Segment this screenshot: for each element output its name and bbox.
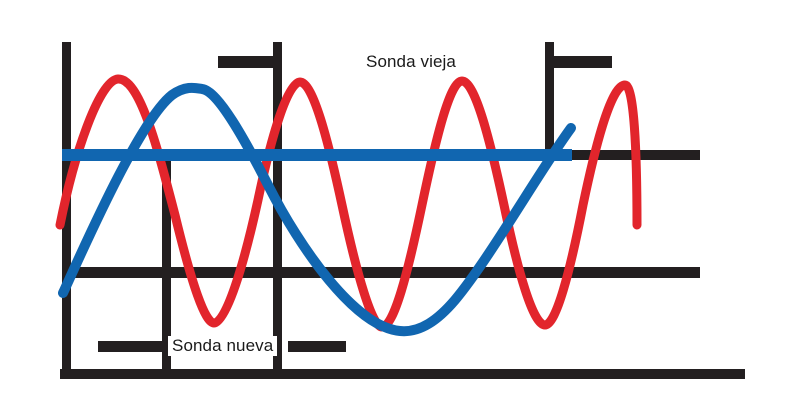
grid-hline-bottom [60,369,745,379]
waveform-new-probe [58,82,576,337]
grid-vline-4 [545,42,554,160]
grid-hline-middle [62,267,700,278]
tick-bar-top-left [218,56,278,68]
label-sonda-vieja: Sonda vieja [362,52,460,72]
tick-bar-bottom-left [98,341,168,352]
baseline-new-probe [62,149,572,161]
tick-bar-bottom-right [288,341,346,352]
grid-vline-2 [162,155,171,378]
tick-bar-top-right [549,56,612,68]
label-sonda-nueva: Sonda nueva [168,336,278,356]
